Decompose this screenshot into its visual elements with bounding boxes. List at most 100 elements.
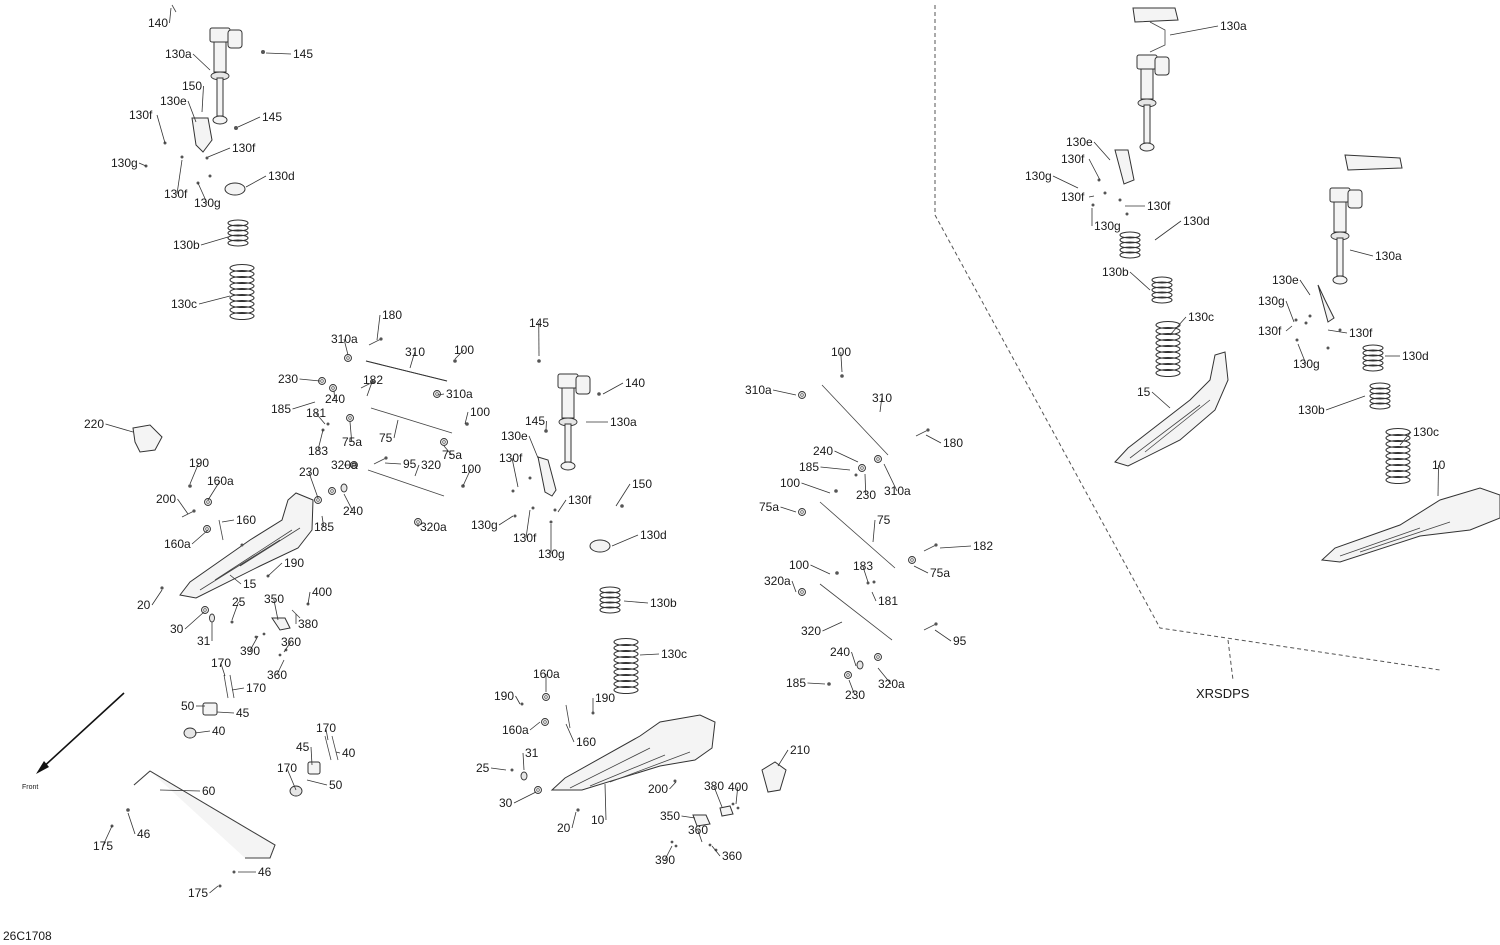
leader-line bbox=[822, 621, 843, 632]
leader-line bbox=[735, 786, 739, 805]
callout-240: 240 bbox=[830, 645, 850, 659]
callout-100: 100 bbox=[789, 558, 809, 572]
callout-190: 190 bbox=[284, 556, 304, 570]
leader-line bbox=[333, 390, 336, 400]
leader-line bbox=[772, 389, 797, 396]
callout-130a: 130a bbox=[1220, 19, 1247, 33]
callout-240: 240 bbox=[813, 444, 833, 458]
callout-130g: 130g bbox=[1094, 219, 1121, 233]
callout-310a: 310a bbox=[331, 332, 358, 346]
callout-130c: 130c bbox=[1188, 310, 1214, 324]
callout-95: 95 bbox=[953, 634, 967, 648]
callout-160: 160 bbox=[576, 735, 596, 749]
leader-line bbox=[231, 601, 239, 621]
callout-230: 230 bbox=[299, 465, 319, 479]
leader-line bbox=[1437, 464, 1439, 497]
callout-320a: 320a bbox=[878, 677, 905, 691]
leader-line bbox=[437, 393, 445, 396]
callout-170: 170 bbox=[211, 656, 231, 670]
leader-line bbox=[245, 175, 267, 188]
callout-200: 200 bbox=[156, 492, 176, 506]
leader-line bbox=[299, 378, 321, 382]
leader-line bbox=[1169, 316, 1187, 336]
leader-line bbox=[237, 116, 261, 128]
callout-46: 46 bbox=[258, 865, 272, 879]
callout-50: 50 bbox=[181, 699, 195, 713]
callout-145: 145 bbox=[525, 414, 545, 428]
leader-line bbox=[840, 351, 843, 373]
leader-line bbox=[871, 591, 877, 602]
leader-line bbox=[810, 564, 831, 575]
shock-center bbox=[511, 359, 639, 695]
callout-130e: 130e bbox=[501, 429, 528, 443]
leader-line bbox=[1154, 220, 1182, 241]
leader-line bbox=[639, 653, 660, 656]
callout-labels: 140145130a150130e145130f130f130g130f130g… bbox=[84, 16, 1446, 900]
leader-line bbox=[820, 466, 851, 471]
leader-line bbox=[292, 401, 316, 410]
leader-line bbox=[681, 815, 696, 819]
callout-170: 170 bbox=[316, 721, 336, 735]
leader-line bbox=[197, 182, 208, 204]
leader-line bbox=[176, 159, 183, 195]
callout-180: 180 bbox=[382, 308, 402, 322]
callout-15: 15 bbox=[1137, 385, 1151, 399]
shock-top-left bbox=[144, 4, 265, 321]
leader-line bbox=[602, 382, 624, 395]
callout-130e: 130e bbox=[1272, 273, 1299, 287]
leader-line bbox=[283, 641, 292, 653]
leader-line bbox=[1151, 391, 1171, 409]
leader-line bbox=[777, 749, 789, 767]
callout-31: 31 bbox=[525, 746, 539, 760]
leader-line bbox=[187, 100, 197, 123]
leader-line bbox=[1129, 271, 1151, 291]
callout-130f: 130f bbox=[513, 531, 537, 545]
leader-line bbox=[273, 598, 279, 621]
leader-line bbox=[200, 236, 229, 246]
leader-line bbox=[343, 493, 354, 512]
leader-line bbox=[1327, 329, 1348, 334]
callout-20: 20 bbox=[557, 821, 571, 835]
callout-310a: 310a bbox=[446, 387, 473, 401]
callout-185: 185 bbox=[786, 676, 806, 690]
callout-160a: 160a bbox=[164, 537, 191, 551]
callout-15: 15 bbox=[243, 577, 257, 591]
leader-line bbox=[151, 589, 163, 606]
leader-line bbox=[669, 781, 677, 790]
callout-181: 181 bbox=[878, 594, 898, 608]
callout-130g: 130g bbox=[111, 156, 138, 170]
leader-line bbox=[490, 767, 507, 771]
leader-line bbox=[220, 662, 226, 677]
callout-100: 100 bbox=[470, 405, 490, 419]
callout-130c: 130c bbox=[661, 647, 687, 661]
callout-130f: 130f bbox=[1061, 190, 1085, 204]
trailing-arm-left bbox=[132, 424, 314, 739]
callout-230: 230 bbox=[278, 372, 298, 386]
callout-140: 140 bbox=[148, 16, 168, 30]
callout-130d: 130d bbox=[1183, 214, 1210, 228]
callout-130a: 130a bbox=[1375, 249, 1402, 263]
callout-130g: 130g bbox=[1293, 357, 1320, 371]
callout-190: 190 bbox=[189, 456, 209, 470]
leader-line bbox=[207, 480, 221, 501]
leader-line bbox=[216, 711, 235, 714]
callout-130c: 130c bbox=[1413, 425, 1439, 439]
callout-40: 40 bbox=[212, 724, 226, 738]
callout-46: 46 bbox=[137, 827, 151, 841]
callout-320: 320 bbox=[801, 624, 821, 638]
callout-100: 100 bbox=[461, 462, 481, 476]
leader-line bbox=[615, 483, 631, 507]
leader-line bbox=[529, 721, 541, 731]
callout-145: 145 bbox=[262, 110, 282, 124]
variant-label: XRSDPS bbox=[1196, 686, 1250, 701]
leader-line bbox=[557, 499, 567, 513]
callout-130b: 130b bbox=[1102, 265, 1129, 279]
leader-line bbox=[286, 767, 297, 791]
callout-180: 180 bbox=[943, 436, 963, 450]
callout-60: 60 bbox=[202, 784, 216, 798]
callout-185: 185 bbox=[314, 520, 334, 534]
callout-50: 50 bbox=[329, 778, 343, 792]
callout-130g: 130g bbox=[471, 518, 498, 532]
leader-line bbox=[249, 635, 259, 652]
callout-230: 230 bbox=[856, 488, 876, 502]
